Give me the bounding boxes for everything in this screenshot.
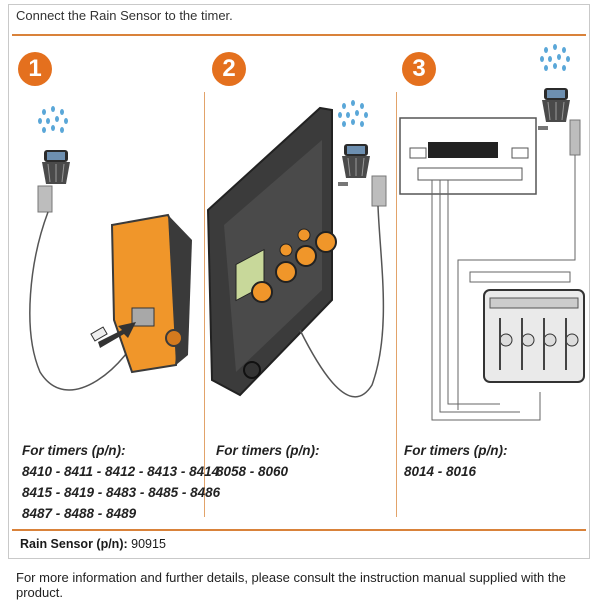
rain-drops-icon bbox=[38, 106, 68, 133]
timers-line: 8410 - 8411 - 8412 - 8413 - 8414 bbox=[22, 464, 220, 479]
arrow-icon bbox=[98, 322, 136, 348]
panel-1-illustration bbox=[29, 106, 192, 391]
timers-label-2: For timers (p/n): 8058 - 8060 bbox=[216, 440, 320, 482]
top-divider bbox=[12, 34, 586, 36]
page-title: Connect the Rain Sensor to the timer. bbox=[16, 8, 233, 23]
timers-line: 8014 - 8016 bbox=[404, 464, 477, 479]
panel-3-illustration bbox=[399, 44, 585, 421]
timers-line: 8487 - 8488 - 8489 bbox=[22, 506, 137, 521]
timers-title-1: For timers (p/n): bbox=[22, 443, 126, 458]
step-badge-2: 2 bbox=[212, 52, 246, 86]
timers-title-2: For timers (p/n): bbox=[216, 443, 320, 458]
rain-sensor-part-number: 90915 bbox=[131, 537, 166, 551]
rain-sensor-part: Rain Sensor (p/n): 90915 bbox=[20, 537, 166, 551]
timers-line: 8415 - 8419 - 8483 - 8485 - 8486 bbox=[22, 485, 221, 500]
timers-label-1: For timers (p/n): 8410 - 8411 - 8412 - 8… bbox=[22, 440, 220, 524]
timers-line: 8058 - 8060 bbox=[216, 464, 289, 479]
step-badge-3: 3 bbox=[402, 52, 436, 86]
footer-note: For more information and further details… bbox=[16, 570, 566, 600]
panel-2-illustration bbox=[206, 100, 387, 398]
column-divider-2 bbox=[396, 92, 397, 517]
rain-sensor-icon bbox=[537, 87, 571, 131]
rain-sensor-icon bbox=[337, 143, 371, 187]
rain-drops-icon bbox=[338, 100, 368, 127]
rain-drops-icon bbox=[540, 44, 570, 71]
diagram-frame bbox=[8, 4, 590, 559]
bottom-divider bbox=[12, 529, 586, 531]
rain-sensor-label: Rain Sensor (p/n): bbox=[20, 537, 128, 551]
column-divider-1 bbox=[204, 92, 205, 517]
timers-title-3: For timers (p/n): bbox=[404, 443, 508, 458]
step-badge-1: 1 bbox=[18, 52, 52, 86]
timers-label-3: For timers (p/n): 8014 - 8016 bbox=[404, 440, 508, 482]
